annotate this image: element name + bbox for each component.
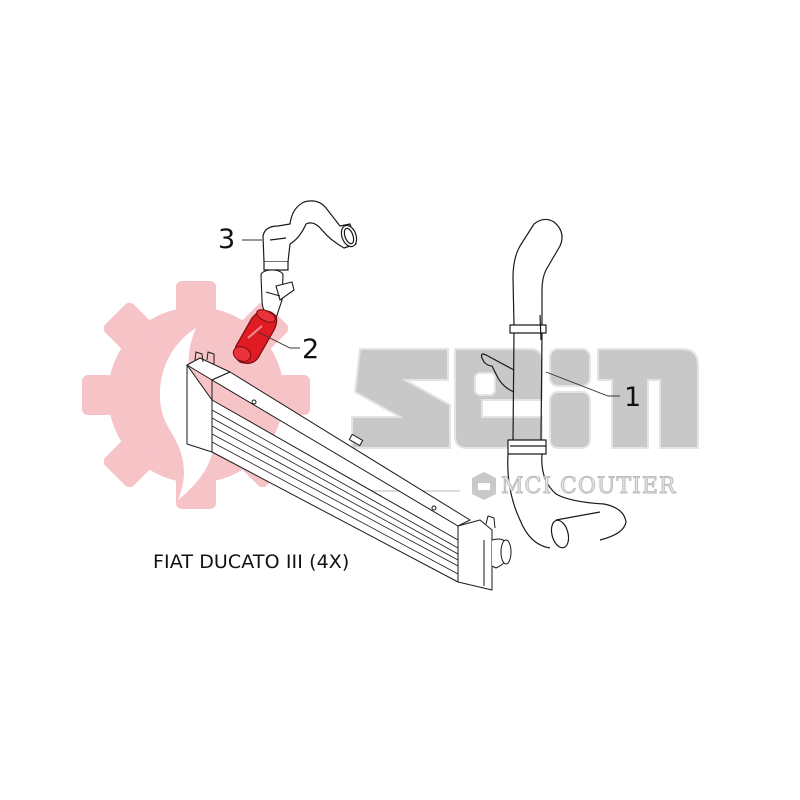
seim-logo-icon bbox=[351, 348, 699, 449]
callout-1: 1 bbox=[624, 382, 642, 413]
part-1-hose bbox=[480, 218, 627, 549]
part-2-hose-highlighted bbox=[232, 309, 278, 364]
intercooler bbox=[186, 351, 512, 591]
vehicle-caption: FIAT DUCATO III (4X) bbox=[153, 551, 350, 573]
part-3-hose bbox=[262, 200, 358, 271]
part-2-fitting bbox=[260, 269, 295, 319]
callout-leaders bbox=[242, 239, 620, 397]
callout-2: 2 bbox=[302, 334, 320, 365]
callout-3: 3 bbox=[218, 224, 236, 255]
mci-coutier-text: MCI COUTIER bbox=[500, 474, 677, 500]
